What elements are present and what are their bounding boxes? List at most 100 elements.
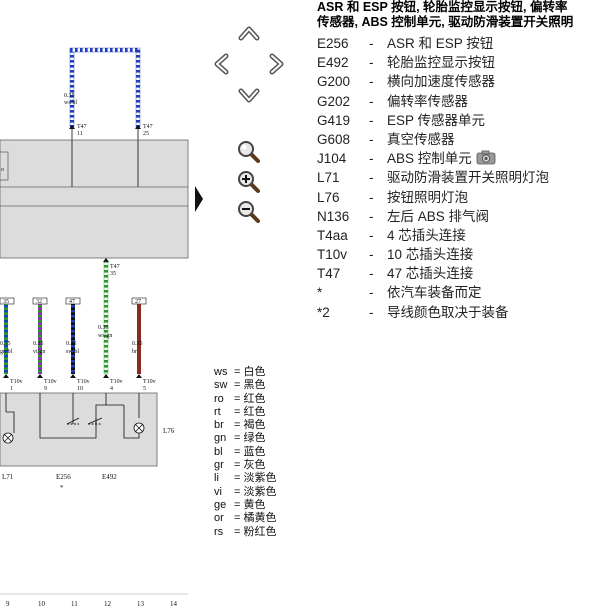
legend-code: G200 [317,74,351,90]
color-key-item: gr= 灰色 [214,459,277,472]
wire-gauge-label: 0.35 [0,341,11,347]
connector-arrow [37,374,43,378]
collapse-panel-button[interactable] [194,184,204,214]
legend-desc: 47 芯插头连接 [387,266,474,282]
color-key-item: rt= 红色 [214,406,277,419]
wire-gauge-label: 0.35 [98,325,109,331]
component-label-e492: E492 [102,473,117,481]
lamp-cross [135,424,143,432]
legend-desc: 轮胎监控显示按钮 [387,55,495,71]
legend-title-line: 传感器, ABS 控制单元, 驱动防滑装置开关照明 [317,15,574,29]
sub-box [0,151,9,181]
connector-label: T10v [77,379,90,385]
color-name: 橘黄色 [243,512,277,525]
lamp-cross [4,434,12,442]
color-code: sw [214,379,228,392]
connector-arrow [135,125,141,129]
color-eq: = [234,379,241,392]
connector-arrow [103,258,109,262]
legend-title-line: ASR 和 ESP 按钮, 轮胎监控显示按钮, 偏转率 [317,0,568,14]
legend-desc: ESP 传感器单元 [387,112,486,128]
legend-desc: ABS 控制单元 [387,151,472,167]
wire-wsbl-right [135,49,141,128]
color-eq: = [234,405,241,418]
column-number: 14 [170,600,178,608]
wire-gauge-label: 0.35 [132,341,143,347]
color-name: 红色 [243,392,266,405]
arrow-down-icon [238,88,260,103]
pan-down-button[interactable] [237,83,261,107]
zoom-in-button[interactable] [236,169,262,195]
color-name: 白色 [243,366,266,378]
triangle-right-icon [195,186,203,212]
legend-dash: - [369,266,374,282]
legend-item: T47 -47 芯插头连接 [317,264,549,283]
zoom-out-button[interactable] [236,199,262,225]
legend-dash: - [369,285,374,301]
color-eq: = [234,498,241,511]
color-key-item: li= 淡紫色 [214,472,277,485]
color-key-item: rs= 粉红色 [214,526,277,539]
arrow-left-icon [214,53,229,75]
control-unit-panel [0,139,189,259]
magnifier-icon [238,141,260,163]
legend-dash: - [369,227,374,243]
color-key-item: ge= 黄色 [214,499,277,512]
legend-item: L76-按钮照明灯泡 [317,188,549,207]
legend-code: *2 [317,304,330,320]
connector-label: T10v [143,379,156,385]
pan-right-button[interactable] [264,52,288,76]
circuit-path [6,411,15,433]
pin-box-label: 47 [69,299,75,305]
connector-label: T10v [10,379,23,385]
wire-color-key: ws= 白色 sw= 黑色 ro= 红色 rt= 红色 br= 褐色 gn= 绿… [214,366,277,539]
legend-desc: 偏转率传感器 [387,93,468,109]
color-name: 粉红色 [243,525,277,538]
camera-icon[interactable] [476,150,496,170]
connector-pin: 9 [44,386,47,392]
wire-gauge-label: 0.35 [33,341,44,347]
color-key-item: vi= 淡紫色 [214,486,277,499]
legend-item: E256-ASR 和 ESP 按钮 [317,34,549,53]
legend-dash: - [369,151,374,167]
wire-color-label: br [132,349,137,355]
legend-item: J104 -ABS 控制单元 [317,149,549,168]
pan-up-button[interactable] [237,22,261,46]
legend-item: G419-ESP 传感器单元 [317,111,549,130]
wire-wsbl-left [69,49,75,128]
connector-pin: 4 [110,386,113,392]
legend-code: T47 [317,266,341,282]
legend-desc: 横向加速度传感器 [387,74,495,90]
zoom-out-icon [238,201,260,223]
color-eq: = [234,366,241,378]
pan-left-button[interactable] [210,52,234,76]
legend-item: T4aa-4 芯插头连接 [317,226,549,245]
component-note: * [60,484,64,492]
color-name: 黑色 [243,379,266,392]
component-label-l76: L76 [163,427,175,435]
legend-desc: 左后 ABS 排气阀 [387,208,490,224]
column-number: 12 [104,600,112,608]
color-key-item: bl= 蓝色 [214,446,277,459]
column-number: 13 [137,600,145,608]
color-eq: = [234,392,241,405]
legend-dash: - [369,304,374,320]
zoom-in-icon [238,171,260,193]
switch-contact [87,417,103,425]
legend-dash: - [369,93,374,109]
legend-code: L76 [317,189,340,205]
column-number: 10 [38,600,46,608]
zoom-fit-button[interactable] [236,139,262,165]
color-key-item: br= 褐色 [214,419,277,432]
legend-code: J104 [317,151,347,167]
connector-pin: 1 [10,386,13,392]
wire-color-label: ws/gn [98,333,112,339]
color-key-item: ro= 红色 [214,393,277,406]
color-code: br [214,419,224,432]
connector-arrow [69,125,75,129]
legend-desc: 按钮照明灯泡 [387,189,468,205]
color-name: 蓝色 [243,445,266,458]
legend-code: N136 [317,208,350,224]
connector-pin: 10 [77,386,83,392]
